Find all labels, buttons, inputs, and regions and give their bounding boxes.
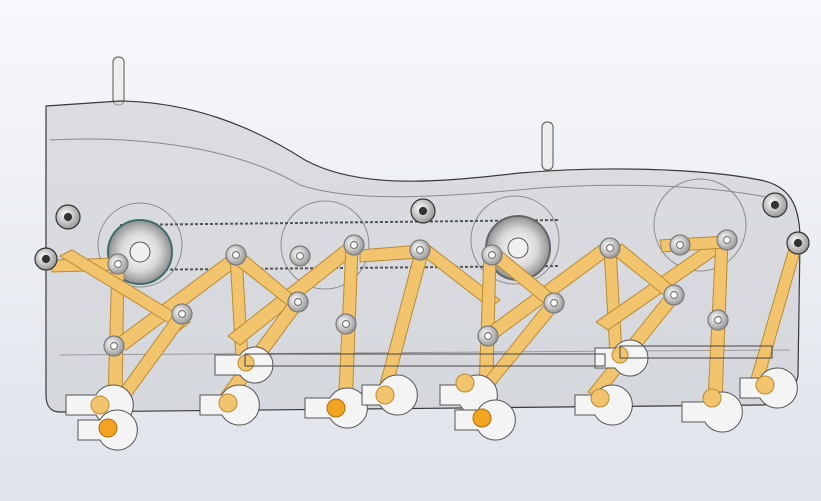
pivot-joint-center xyxy=(483,331,493,341)
foot-pad xyxy=(237,354,255,372)
screw-socket xyxy=(418,206,428,216)
pivot-joint-center xyxy=(713,315,723,325)
drive-pulley-hub xyxy=(129,241,151,263)
pivot-joint-center xyxy=(349,240,359,250)
screw-socket xyxy=(63,212,73,222)
pivot-joint-center xyxy=(605,243,615,253)
pivot-joint-center xyxy=(549,298,559,308)
mounting-pin xyxy=(112,56,125,106)
guide-rail xyxy=(619,345,773,359)
housing-inner-edge xyxy=(49,138,781,201)
pulley-outlines xyxy=(97,178,747,290)
foot-pad xyxy=(90,395,110,415)
ground-foot xyxy=(326,398,346,418)
screw-socket xyxy=(793,238,803,248)
foot-pad xyxy=(755,375,775,395)
pivot-joint-center xyxy=(415,245,425,255)
housing-lower-ledge xyxy=(59,349,791,356)
foot-pad xyxy=(375,385,395,405)
mounting-pins xyxy=(112,56,554,171)
foot-pad xyxy=(590,388,610,408)
foot-pad xyxy=(702,388,722,408)
pulley-outline xyxy=(470,195,560,285)
pivot-joint-center xyxy=(487,250,497,260)
link-bar xyxy=(58,249,191,331)
pivot-joint-center xyxy=(669,290,679,300)
foot-pads xyxy=(90,346,775,415)
pivot-joints xyxy=(103,229,738,357)
pivot-joint-center xyxy=(675,240,685,250)
foot-pad xyxy=(455,373,475,393)
screw-socket xyxy=(770,200,780,210)
screw-socket xyxy=(41,254,51,264)
mounting-pin xyxy=(541,121,554,171)
pivot-joint-center xyxy=(177,309,187,319)
guide-rail xyxy=(244,353,606,367)
housing-screws xyxy=(34,192,810,271)
pivot-joint-center xyxy=(341,319,351,329)
ground-foot xyxy=(472,408,492,428)
ground-foot xyxy=(98,418,118,438)
ground-feet xyxy=(98,398,492,438)
pivot-joint-center xyxy=(722,235,732,245)
pivot-joint-center xyxy=(231,250,241,260)
foot-pad xyxy=(218,393,238,413)
pulley-outline xyxy=(97,202,183,288)
pulley-outline xyxy=(653,178,747,272)
guide-rails xyxy=(244,345,773,367)
drive-pulley-hub xyxy=(507,237,529,259)
pulley-outline xyxy=(280,200,370,290)
pivot-joint-center xyxy=(293,297,303,307)
pivot-joint-center xyxy=(113,259,123,269)
pivot-joint-center xyxy=(109,341,119,351)
pivot-joint-center xyxy=(295,251,305,261)
